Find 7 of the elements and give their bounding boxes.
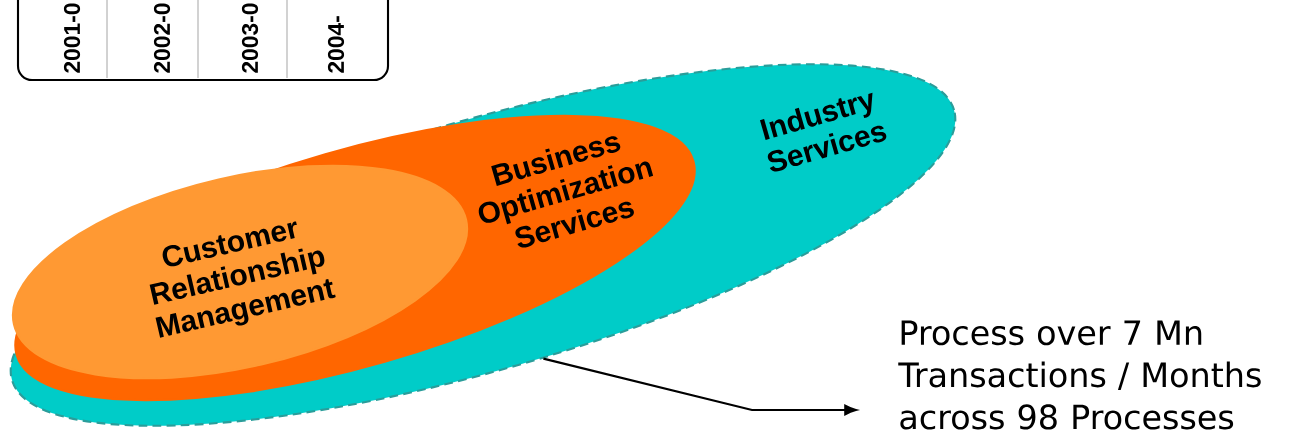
column-header: 2004- [327, 16, 345, 73]
ellipse-label: Industry Services [759, 92, 887, 172]
note-text: Process over 7 Mn Transactions / Months across 98 Processes [898, 320, 1261, 430]
column-header: 2001-0 [63, 3, 81, 73]
column-header: 2003-0 [241, 3, 259, 73]
column-header: 2002-0 [153, 3, 171, 73]
arrow [543, 357, 857, 416]
